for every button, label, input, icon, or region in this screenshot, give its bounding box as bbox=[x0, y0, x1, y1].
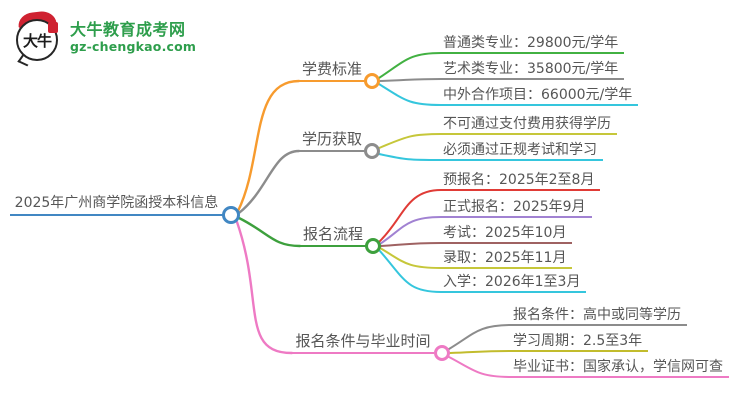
leaf-conditions-diploma: 毕业证书：国家承认，学信网可查 bbox=[511, 359, 729, 378]
branch-label-degree: 学历获取 bbox=[299, 131, 365, 152]
connector-root-process bbox=[237, 216, 302, 248]
logo-seal-icon bbox=[48, 22, 58, 33]
leaf-degree-exam: 必须通过正规考试和学习 bbox=[441, 142, 603, 161]
leaf-process-exam: 考试：2025年10月 bbox=[441, 225, 573, 244]
connector-tuition-art bbox=[379, 78, 442, 82]
root-node-circle[interactable] bbox=[222, 206, 240, 224]
leaf-process-prereg: 预报名：2025年2至8月 bbox=[441, 172, 601, 191]
branch-label-process: 报名流程 bbox=[300, 226, 366, 247]
logo-domain: gz-chengkao.com bbox=[70, 39, 197, 54]
connector-root-degree bbox=[237, 149, 301, 215]
connector-tuition-normal bbox=[378, 52, 442, 79]
leaf-degree-nopay: 不可通过支付费用获得学历 bbox=[441, 116, 617, 135]
connector-degree-exam bbox=[378, 153, 442, 161]
leaf-tuition-normal: 普通类专业：29800元/学年 bbox=[441, 35, 625, 54]
process-node-circle[interactable] bbox=[365, 238, 381, 254]
root-topic-label: 2025年广州商学院函授本科信息 bbox=[10, 195, 223, 216]
connector-root-tuition bbox=[236, 79, 301, 213]
leaf-process-formal: 正式报名：2025年9月 bbox=[441, 199, 592, 218]
connector-process-formal bbox=[379, 216, 442, 245]
branch-label-conditions: 报名条件与毕业时间 bbox=[292, 333, 434, 354]
leaf-tuition-joint: 中外合作项目：66000元/学年 bbox=[441, 87, 639, 106]
leaf-conditions-period: 学习周期：2.5至3年 bbox=[511, 333, 649, 352]
leaf-tuition-art: 艺术类专业：35800元/学年 bbox=[441, 61, 625, 80]
degree-node-circle[interactable] bbox=[364, 143, 380, 159]
connector-conditions-diploma bbox=[448, 356, 512, 378]
connector-process-exam bbox=[380, 242, 442, 247]
leaf-process-admit: 录取：2025年11月 bbox=[441, 250, 573, 269]
logo-title: 大牛教育成考网 bbox=[70, 20, 186, 39]
leaf-conditions-requirement: 报名条件：高中或同等学历 bbox=[511, 307, 687, 326]
connector-conditions-requirement bbox=[448, 324, 512, 350]
connector-conditions-period bbox=[449, 350, 512, 354]
connector-process-enroll bbox=[378, 249, 442, 293]
connector-process-prereg bbox=[378, 189, 442, 243]
leaf-process-enroll: 入学：2026年1至3月 bbox=[441, 274, 587, 293]
logo-icon: 大牛 bbox=[14, 10, 62, 67]
conditions-node-circle[interactable] bbox=[434, 345, 450, 361]
connector-tuition-joint bbox=[378, 83, 442, 106]
logo-text: 大牛教育成考网 gz-chengkao.com bbox=[70, 20, 196, 54]
site-logo[interactable]: 大牛 大牛教育成考网 gz-chengkao.com bbox=[14, 10, 196, 67]
tuition-node-circle[interactable] bbox=[364, 73, 380, 89]
connector-degree-nopay bbox=[378, 133, 442, 149]
branch-label-tuition: 学费标准 bbox=[299, 61, 365, 82]
connector-root-conditions bbox=[235, 220, 294, 355]
logo-badge: 大牛 bbox=[16, 19, 58, 61]
connector-process-admit bbox=[379, 247, 442, 269]
